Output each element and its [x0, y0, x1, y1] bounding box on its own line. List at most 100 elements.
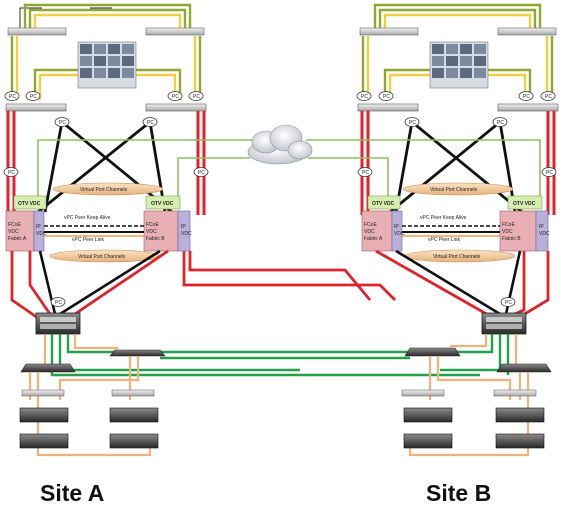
- otv-vdc-b2: [507, 195, 543, 210]
- vpc-peer-keepalive-label: vPC Peer Keep Alive: [64, 215, 111, 221]
- access-switch-a2: [145, 103, 207, 112]
- otv-links-b: [306, 139, 541, 200]
- fcoe-vdc-text: VDC: [364, 229, 375, 235]
- fcoe-vdc-text: Fabric B: [502, 236, 521, 242]
- rack-switch-b2: [497, 27, 557, 36]
- virtual-port-channels-a-bottom: Virtual Port Channels: [49, 249, 161, 263]
- virtual-port-channels-a-top: Virtual Port Channels: [52, 182, 164, 196]
- storage-array-a2: [109, 407, 159, 449]
- virtual-port-channels-label: Virtual Port Channels: [80, 187, 128, 193]
- rack-switch-a2: [145, 27, 205, 36]
- fex-switch-b: [404, 347, 461, 357]
- otv-vdc-label: OTV VDC: [151, 201, 174, 207]
- fcoe-vdc-text: Fabric A: [8, 236, 27, 242]
- pc-label: PC: [198, 170, 205, 176]
- pc-label: PC: [59, 120, 66, 126]
- ip-vdc-text: VDC: [539, 231, 550, 237]
- ip-vdc-text: IP: [539, 224, 544, 230]
- fabric-interconnect-b: [481, 312, 527, 335]
- ip-vdc-text: VDC: [36, 231, 47, 237]
- pc-label: PC: [409, 120, 416, 126]
- fcoe-vdc-text: VDC: [8, 229, 19, 235]
- pc-label: PC: [172, 94, 179, 100]
- access-switch-b2: [497, 103, 559, 112]
- fcoe-vdc-text: Fabric A: [364, 236, 383, 242]
- rack-switch-a1: [7, 27, 67, 36]
- storage-array-a1: [19, 407, 69, 449]
- pc-label: PC: [383, 94, 390, 100]
- ip-vdc-text: IP: [36, 224, 41, 230]
- pc-label: PC: [8, 170, 15, 176]
- nexus-chassis-a2: FCoE VDC Fabric B IP VDC: [143, 210, 192, 252]
- pc-label: PC: [193, 94, 200, 100]
- site-a: PC PC PC PC PC PC PC PC: [3, 3, 480, 457]
- fex-switch-b2: [496, 363, 552, 373]
- pc-label: PC: [523, 94, 530, 100]
- vpc-peer-links-a: vPC Peer Keep Alive vPC Peer Link: [44, 215, 144, 243]
- edge-switch-b2: [493, 389, 537, 397]
- fcoe-vdc-text: VDC: [502, 229, 513, 235]
- fcoe-vdc-text: FCoE: [502, 222, 515, 228]
- nexus-chassis-a1: FCoE VDC Fabric A IP VDC: [5, 210, 47, 252]
- access-switch-a1: [5, 103, 67, 112]
- fcoe-vdc-text: FCoE: [8, 222, 21, 228]
- otv-links-a: [37, 139, 252, 200]
- vpc-peer-links-b: vPC Peer Keep Alive vPC Peer Link: [402, 215, 500, 243]
- fex-switch-a2: [20, 363, 76, 373]
- edge-switch-a2: [111, 389, 155, 397]
- otv-vdc-label: OTV VDC: [18, 201, 41, 207]
- edge-switch-b1: [401, 389, 445, 397]
- vpc-peer-link-label: vPC Peer Link: [72, 237, 104, 243]
- edge-switch-a1: [21, 389, 65, 397]
- server-rack-a: [77, 41, 137, 89]
- virtual-port-channels-b-top: Virtual Port Channels: [402, 182, 514, 196]
- otv-vdc-label: OTV VDC: [372, 201, 395, 207]
- rack-switch-b1: [359, 27, 419, 36]
- vpc-peer-link-label: vPC Peer Link: [428, 237, 460, 243]
- site-b-label: Site B: [426, 480, 492, 506]
- virtual-port-channels-b-bottom: Virtual Port Channels: [404, 249, 516, 263]
- wan-cloud-icon: [247, 124, 313, 165]
- fabric-interconnect-a: [35, 312, 81, 335]
- pc-label: PC: [9, 94, 16, 100]
- pc-label: PC: [505, 300, 512, 306]
- fcoe-vdc-text: VDC: [146, 229, 157, 235]
- nexus-chassis-b1: FCoE VDC Fabric A IP VDC: [361, 210, 405, 252]
- orange-links-a-top: [43, 334, 118, 364]
- pc-label: PC: [361, 94, 368, 100]
- fcoe-vdc-text: FCoE: [364, 222, 377, 228]
- server-rack-b: [429, 41, 489, 89]
- site-a-label: Site A: [40, 480, 105, 506]
- vpc-peer-keepalive-label: vPC Peer Keep Alive: [420, 215, 467, 221]
- core-links-a: [10, 249, 169, 320]
- pc-label: PC: [362, 170, 369, 176]
- virtual-port-channels-label: Virtual Port Channels: [430, 187, 478, 193]
- ip-vdc-text: IP: [394, 224, 399, 230]
- storage-array-b1: [403, 407, 453, 449]
- virtual-port-channels-label: Virtual Port Channels: [433, 254, 481, 260]
- otv-vdc-b1: [367, 195, 401, 210]
- core-links-b: [375, 249, 550, 320]
- fex-switch-a: [109, 349, 166, 357]
- top-access-links-a: [10, 3, 202, 100]
- red-uplinks-b: [360, 111, 556, 215]
- red-uplinks-a: [6, 111, 206, 215]
- orange-links-b-top: [450, 334, 518, 364]
- virtual-port-channels-label: Virtual Port Channels: [78, 254, 126, 260]
- site-b: PC PC PC PC PC PC PC PC Virtual Port: [306, 3, 559, 457]
- pc-label: PC: [30, 94, 37, 100]
- fcoe-vdc-text: FCoE: [146, 222, 159, 228]
- pc-label: PC: [497, 120, 504, 126]
- ip-vdc-text: VDC: [394, 231, 405, 237]
- access-switch-b1: [357, 103, 419, 112]
- otv-vdc-a1: [13, 195, 47, 210]
- green-links-a: [50, 334, 480, 377]
- pc-label: PC: [545, 94, 552, 100]
- otv-vdc-label: OTV VDC: [513, 201, 536, 207]
- pc-label: PC: [55, 300, 62, 306]
- storage-array-b2: [495, 407, 545, 449]
- nexus-chassis-b2: FCoE VDC Fabric B IP VDC: [499, 210, 550, 252]
- ip-vdc-text: IP: [181, 224, 186, 230]
- otv-vdc-a2: [145, 195, 181, 210]
